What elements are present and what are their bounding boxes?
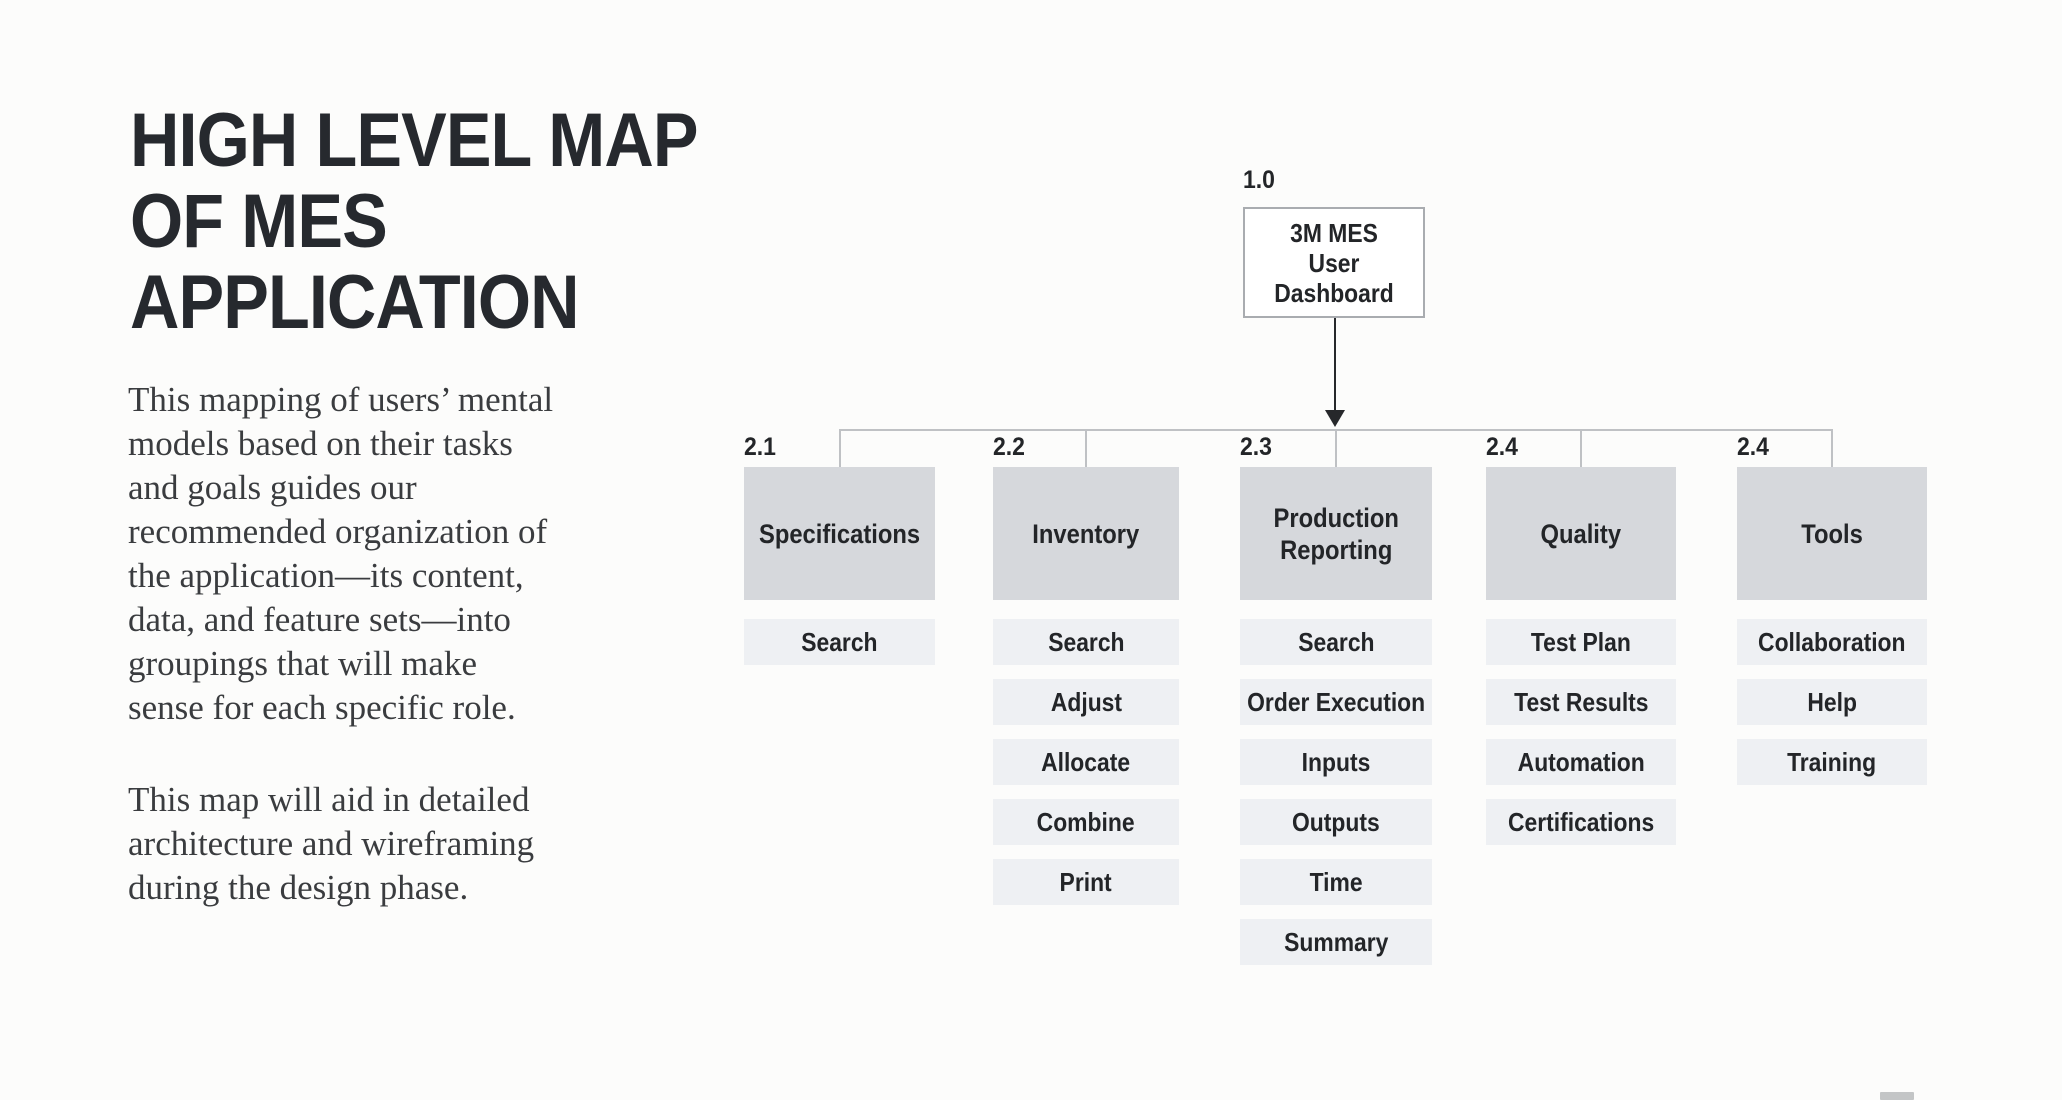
column-number: 2.4 [1737,433,1769,461]
column-number: 2.1 [744,433,776,461]
item-outputs: Outputs [1240,799,1432,845]
category-tools: Tools [1737,467,1927,600]
drop-line-specifications [839,429,841,468]
sitemap-column-production-reporting: 2.3 Production Reporting Search Order Ex… [1240,433,1432,979]
sitemap-column-quality: 2.4 Quality Test Plan Test Results Autom… [1486,433,1676,859]
root-node-box: 3M MES User Dashboard [1243,207,1425,318]
page-title: HIGH LEVEL MAP OF MES APPLICATION [130,98,699,345]
column-number: 2.2 [993,433,1025,461]
category-label: Specifications [758,518,921,549]
drop-line-quality [1580,429,1582,468]
root-connector-line [1334,318,1336,412]
drop-line-production-reporting [1335,429,1337,468]
item-automation: Automation [1486,739,1676,785]
item-combine: Combine [993,799,1179,845]
item-collaboration: Collaboration [1737,619,1927,665]
category-label: Inventory [1032,518,1140,549]
category-specifications: Specifications [744,467,935,600]
item-test-results: Test Results [1486,679,1676,725]
item-summary: Summary [1240,919,1432,965]
item-time: Time [1240,859,1432,905]
item-help: Help [1737,679,1927,725]
item-inputs: Inputs [1240,739,1432,785]
column-number: 2.3 [1240,433,1272,461]
item-search: Search [1240,619,1432,665]
sitemap-column-inventory: 2.2 Inventory Search Adjust Allocate Com… [993,433,1179,919]
item-search: Search [993,619,1179,665]
page-corner-mark [1880,1092,1914,1100]
category-quality: Quality [1486,467,1676,600]
sitemap-column-specifications: 2.1 Specifications Search [744,433,935,679]
item-test-plan: Test Plan [1486,619,1676,665]
item-training: Training [1737,739,1927,785]
category-production-reporting: Production Reporting [1240,467,1432,600]
category-label: Quality [1540,518,1622,549]
category-label: Production Reporting [1273,502,1399,565]
sitemap-column-tools: 2.4 Tools Collaboration Help Training [1737,433,1927,799]
item-adjust: Adjust [993,679,1179,725]
column-number: 2.4 [1486,433,1518,461]
drop-line-inventory [1085,429,1087,468]
intro-paragraph-1: This mapping of users’ mental models bas… [128,380,554,727]
root-node-number: 1.0 [1243,166,1275,194]
intro-paragraph-2: This map will aid in detailed architectu… [128,780,535,907]
item-certifications: Certifications [1486,799,1676,845]
item-search: Search [744,619,935,665]
drop-line-tools [1831,429,1833,468]
item-order-execution: Order Execution [1240,679,1432,725]
item-allocate: Allocate [993,739,1179,785]
root-node-label: 3M MES User Dashboard [1274,217,1394,308]
category-inventory: Inventory [993,467,1179,600]
item-print: Print [993,859,1179,905]
arrow-down-icon [1325,410,1345,427]
category-label: Tools [1801,518,1863,549]
